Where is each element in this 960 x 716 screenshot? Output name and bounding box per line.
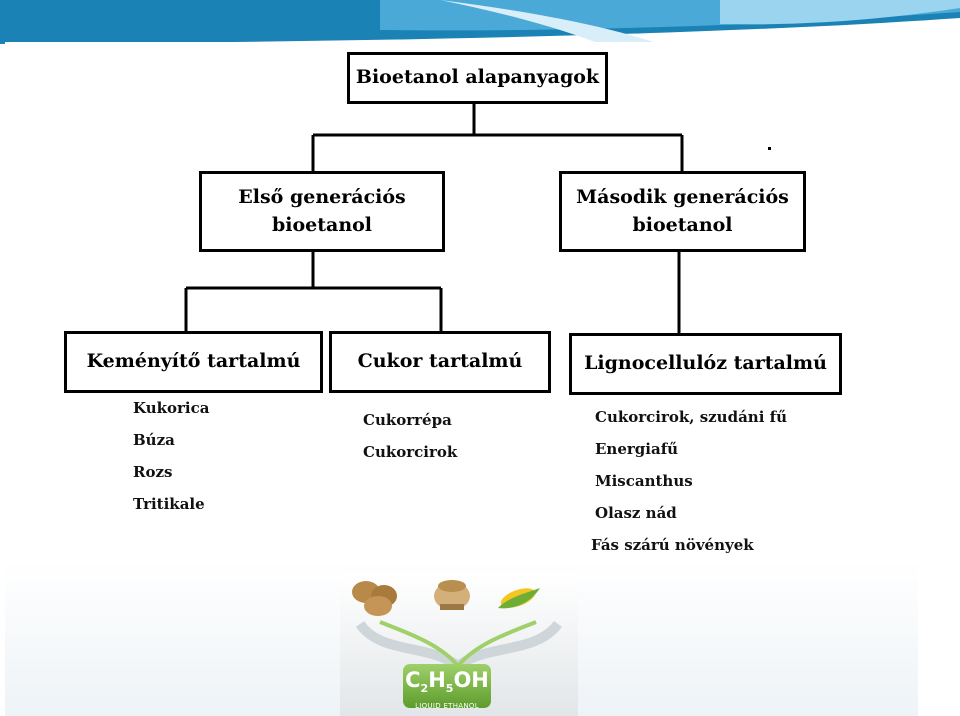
list-item: Cukorrépa [363,411,452,429]
node-second-gen: Második generációs bioetanol [559,171,806,252]
list-item: Búza [133,431,175,449]
node-sugar-label: Cukor tartalmú [357,350,523,373]
node-ligno-label: Lignocellulóz tartalmú [584,352,827,375]
formula-text: C2H5OH [405,668,489,696]
list-item: Olasz nád [595,504,677,522]
list-item: Tritikale [133,495,205,513]
potato-icon [352,581,397,616]
grain-sack-icon [434,580,470,610]
list-item: Miscanthus [595,472,693,490]
node-starch: Keményítő tartalmú [64,331,323,393]
ligno-items-list: Cukorcirok, szudáni fű Energiafű Miscant… [591,401,787,561]
node-first-gen-label: Első generációs bioetanol [238,185,406,236]
list-item: Rozs [133,463,173,481]
header-banner [0,0,960,60]
list-item: Energiafű [595,440,679,458]
node-root-label: Bioetanol alapanyagok [355,66,600,89]
node-ligno: Lignocellulóz tartalmú [569,333,842,395]
sugar-items-list: Cukorrépa Cukorcirok [363,404,457,468]
node-starch-label: Keményítő tartalmú [86,350,301,373]
corn-icon [498,588,540,609]
list-item: Kukorica [133,399,210,417]
node-second-gen-label: Második generációs bioetanol [576,185,789,236]
starch-items-list: Kukorica Búza Rozs Tritikale [133,392,209,520]
stray-dot [768,147,771,150]
formula-caption: LIQUID ETHANOL [415,702,479,711]
list-item: Cukorcirok [363,443,458,461]
list-item: Fás szárú növények [591,536,754,554]
node-first-gen: Első generációs bioetanol [199,171,445,252]
node-root: Bioetanol alapanyagok [347,52,608,104]
ethanol-formula-badge: C2H5OH LIQUID ETHANOL [403,664,491,711]
node-sugar: Cukor tartalmú [329,331,551,393]
list-item: Cukorcirok, szudáni fű [595,408,787,426]
